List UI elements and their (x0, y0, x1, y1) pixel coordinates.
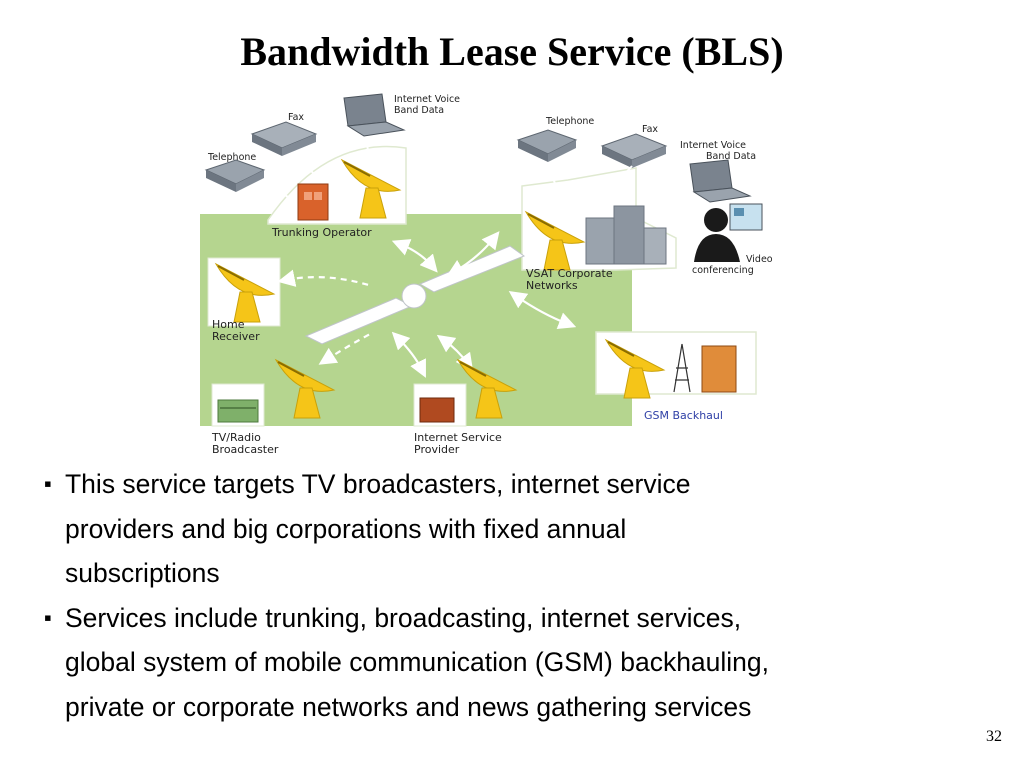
vsat-label-2: Networks (526, 279, 578, 292)
isp-label-2: Provider (414, 443, 460, 456)
internet-voice-right-label-1: Internet Voice (680, 140, 746, 151)
gsm-backhaul-label: GSM Backhaul (644, 409, 723, 422)
bls-network-diagram: Fax Telephone Internet Voice Band Data T… (200, 93, 773, 456)
device-links (263, 139, 693, 207)
video-conference-person-icon (694, 203, 763, 262)
gsm-cabinet-icon (701, 345, 737, 393)
bullet-item: ▪ Services include trunking, broadcastin… (44, 596, 1004, 730)
bullet-line: private or corporate networks and news g… (65, 691, 752, 722)
video-conf-label-2: conferencing (692, 265, 754, 276)
telephone-left-icon (204, 159, 266, 192)
fax-right-label: Fax (642, 124, 658, 135)
bullet-item: ▪ This service targets TV broadcasters, … (44, 462, 1004, 596)
home-receiver-label-1: Home (212, 318, 245, 331)
fax-right-icon (600, 133, 668, 168)
fax-left-label: Fax (288, 112, 304, 123)
bullet-line: Services include trunking, broadcasting,… (65, 602, 742, 633)
bullet-square-icon: ▪ (44, 604, 52, 630)
telephone-right-icon (516, 129, 578, 162)
internet-voice-right-label-2: Band Data (706, 151, 756, 162)
bullet-square-icon: ▪ (44, 471, 52, 496)
signal-arrows (277, 231, 577, 378)
vsat-buildings-icon (585, 205, 667, 265)
bullet-line: providers and big corporations with fixe… (65, 513, 627, 544)
tv-radio-label-1: TV/Radio (211, 431, 261, 444)
bullet-line: global system of mobile communication (G… (65, 647, 770, 677)
slide-title: Bandwidth Lease Service (BLS) (240, 29, 784, 74)
page-number: 32 (986, 728, 1002, 745)
isp-label-1: Internet Service (414, 431, 502, 444)
isp-server-icon (419, 397, 455, 423)
fax-left-icon (250, 121, 318, 156)
video-conf-label-1: Video (746, 254, 773, 265)
bullet-list: ▪ This service targets TV broadcasters, … (44, 462, 1004, 729)
home-receiver-label-2: Receiver (212, 330, 260, 343)
internet-voice-left-label-1: Internet Voice (394, 94, 460, 105)
gsm-tower-icon (673, 343, 691, 393)
tv-radio-label-2: Broadcaster (212, 443, 279, 456)
internet-voice-left-label-2: Band Data (394, 105, 444, 116)
telephone-left-label: Telephone (207, 152, 256, 163)
trunking-building-icon (297, 183, 329, 221)
bullet-line: This service targets TV broadcasters, in… (65, 469, 691, 499)
bullet-line: subscriptions (65, 558, 220, 588)
laptop-left-icon (343, 93, 406, 137)
laptop-right-icon (689, 159, 752, 203)
telephone-right-label: Telephone (545, 116, 594, 127)
vsat-label-1: VSAT Corporate (526, 267, 613, 280)
tv-radio-equipment-icon (217, 399, 259, 423)
trunking-operator-label: Trunking Operator (271, 226, 372, 239)
